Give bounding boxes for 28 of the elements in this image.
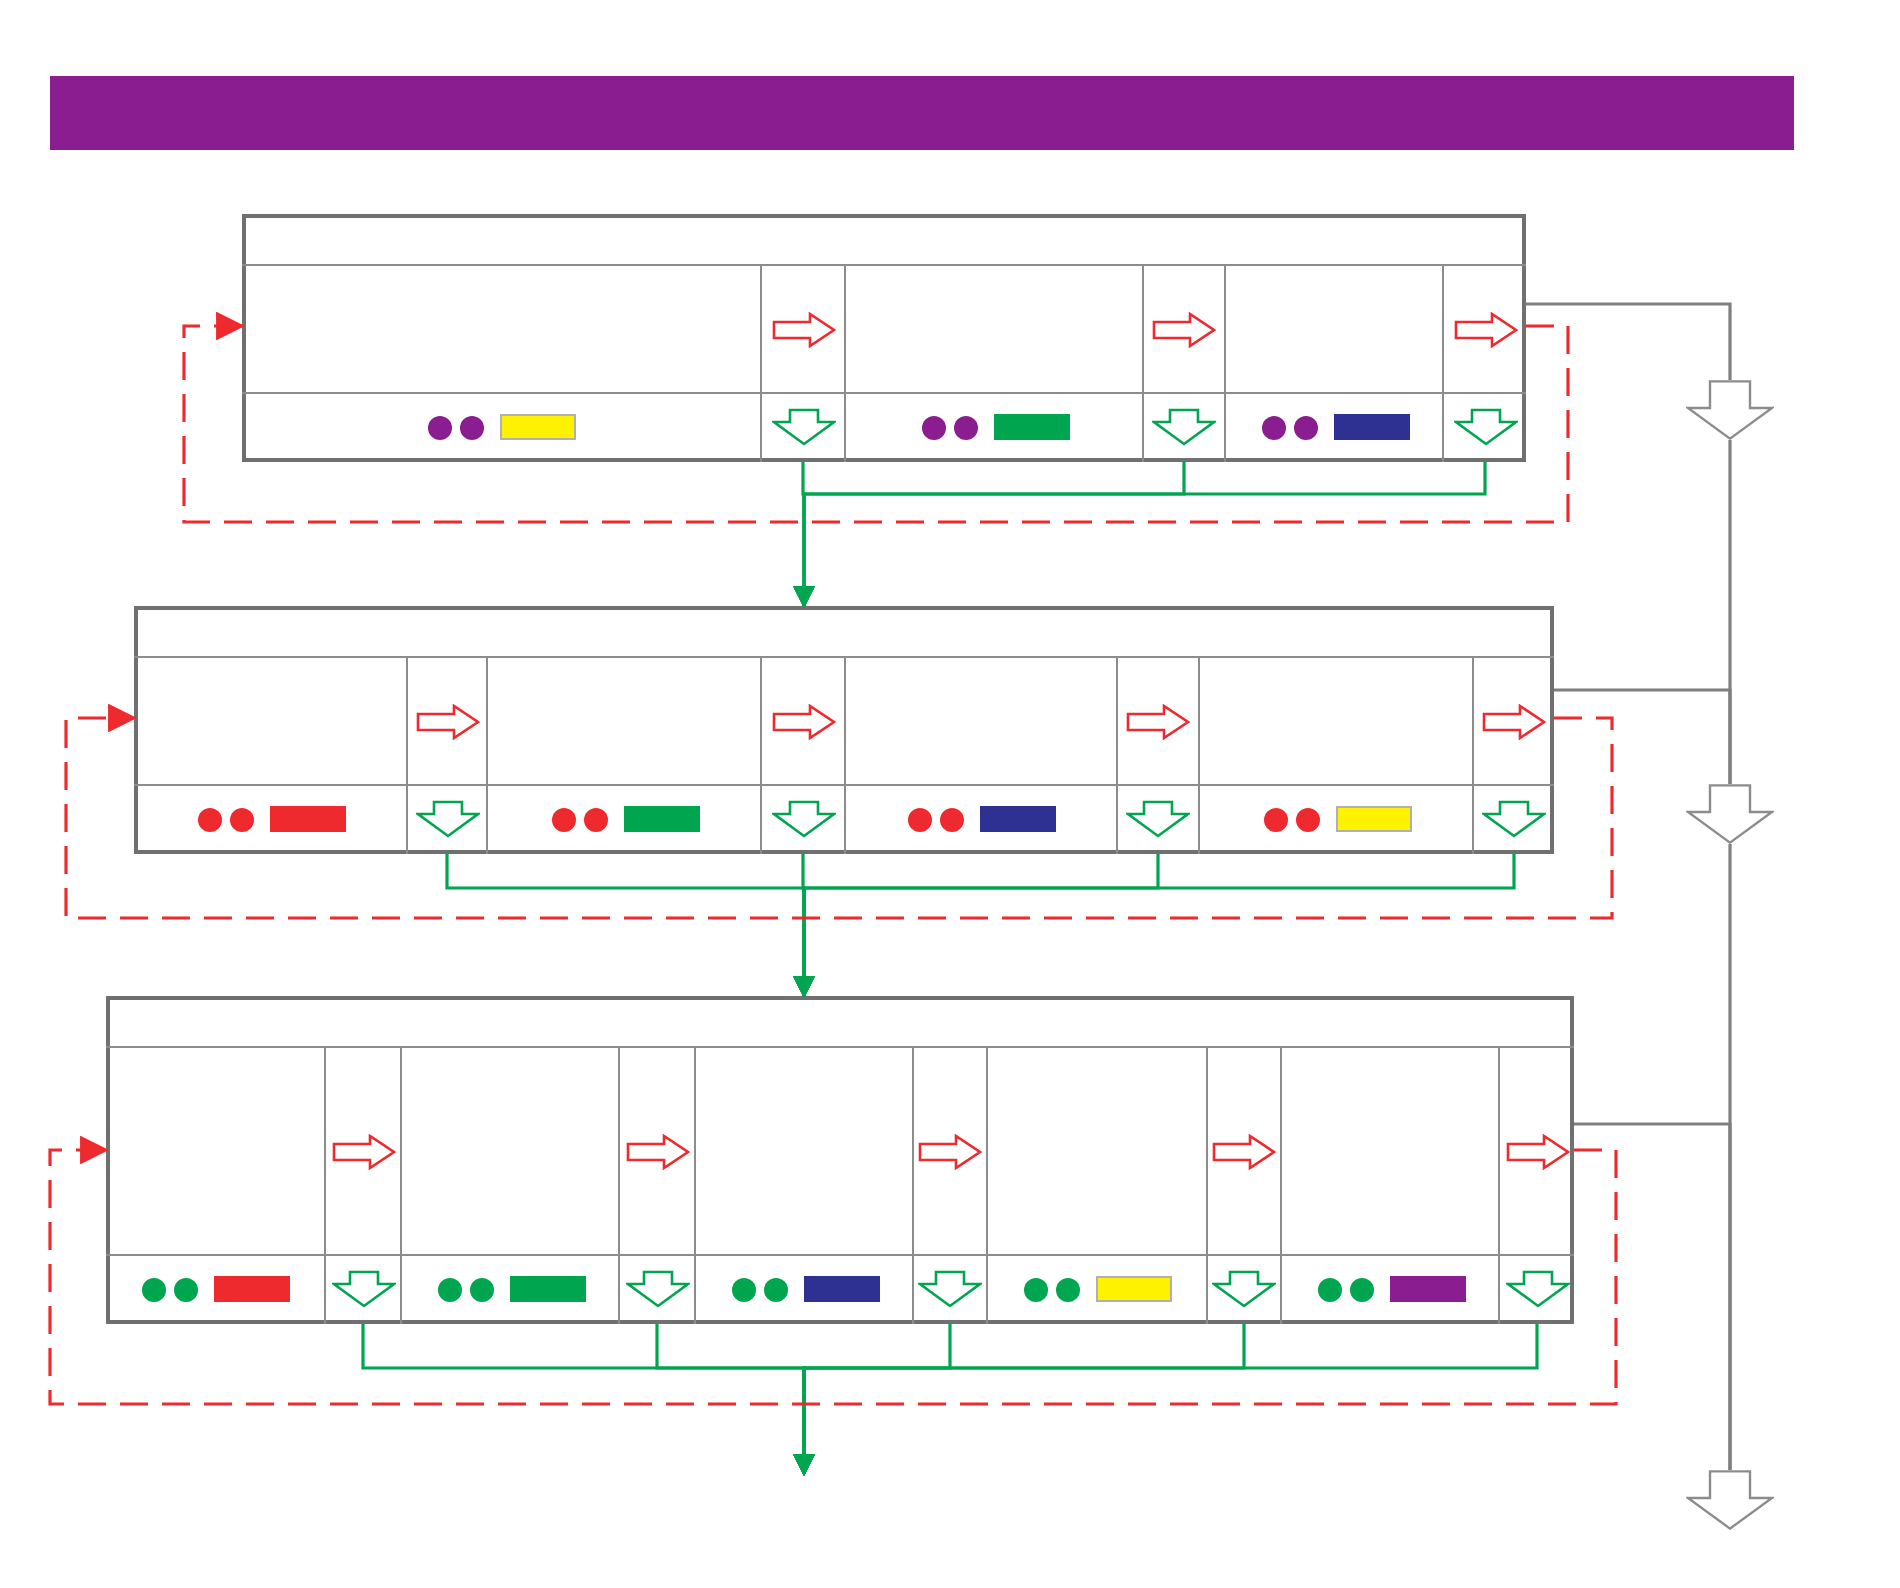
- stage-cell: [400, 1046, 694, 1324]
- connector-line: [1526, 302, 1732, 380]
- feedback-loop-arrow: [48, 1135, 1618, 1406]
- stage-cell: [1280, 1046, 1574, 1324]
- stage-cell: [1198, 656, 1554, 854]
- stage-cell: [844, 656, 1198, 854]
- down-block-arrow: [1686, 1470, 1774, 1530]
- stage-cell: [486, 656, 844, 854]
- down-block-arrow: [1686, 784, 1774, 844]
- feedback-loop-arrow: [64, 703, 1614, 920]
- stage-cell: [1224, 264, 1526, 462]
- flow-arrow: [792, 854, 1516, 999]
- title-bar: [50, 76, 1794, 150]
- stage-panel: [134, 606, 1554, 854]
- connector-line: [1554, 688, 1732, 784]
- flow-arrow: [792, 462, 1487, 609]
- connector-line: [1574, 1122, 1732, 1470]
- stage-cell: [986, 1046, 1280, 1324]
- feedback-loop-arrow: [182, 311, 1570, 524]
- stage-cell: [694, 1046, 986, 1324]
- stage-cell: [106, 1046, 400, 1324]
- flow-arrow: [792, 1324, 1539, 1477]
- stage-cell: [844, 264, 1224, 462]
- stage-cell: [242, 264, 844, 462]
- stage-panel: [106, 996, 1574, 1324]
- down-block-arrow: [1686, 380, 1774, 440]
- stage-cell: [134, 656, 486, 854]
- stage-panel: [242, 214, 1526, 462]
